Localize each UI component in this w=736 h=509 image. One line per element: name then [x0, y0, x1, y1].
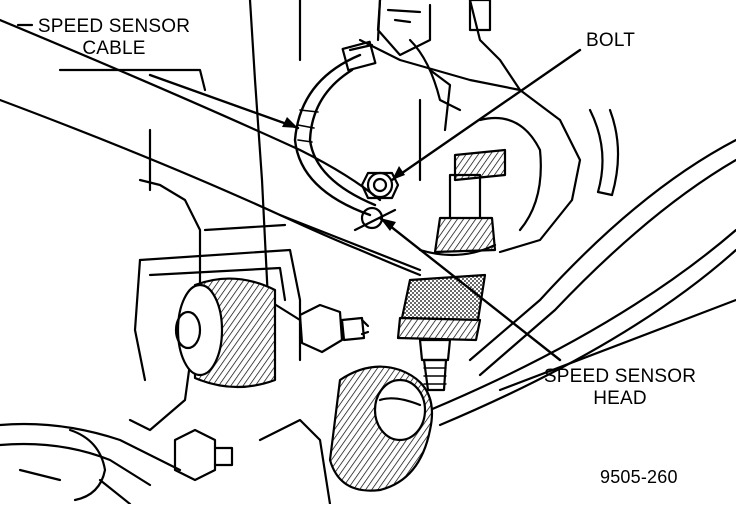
nut-stud-lower: [173, 428, 234, 482]
bolt: [360, 171, 400, 200]
lower-bushing: [328, 365, 434, 492]
leader-bolt: [390, 48, 582, 182]
speed-sensor-head: [396, 148, 507, 392]
speed-sensor-cable-label-line1: SPEED SENSOR: [37, 16, 191, 37]
speed-sensor-cable-label: SPEED SENSOR CABLE: [24, 16, 204, 60]
frame-rail: [0, 418, 332, 506]
nut-stud-upper: [298, 303, 370, 354]
speed-sensor-cable: [293, 40, 377, 217]
brake-lines-right: [428, 108, 736, 427]
leader-lines: [16, 23, 582, 362]
leader-speed-sensor-cable: [148, 73, 300, 130]
leader-speed-sensor-head: [378, 216, 562, 362]
bushing: [174, 277, 277, 389]
speed-sensor-cable-label-line2: CABLE: [82, 38, 146, 59]
leader-arrowheads: [282, 117, 405, 231]
figure-number: 9505-260: [600, 467, 678, 487]
transmission-housing: [58, 0, 582, 322]
speed-sensor-head-label: SPEED SENSOR HEAD: [540, 366, 700, 410]
speed-sensor-head-label-line1: SPEED SENSOR: [543, 366, 697, 387]
sensor-clamp: [353, 206, 397, 232]
crossmember-pipe: [0, 18, 422, 277]
top-connector: [376, 0, 492, 57]
bolt-label: BOLT: [586, 30, 636, 51]
speed-sensor-head-label-line2: HEAD: [593, 388, 647, 409]
